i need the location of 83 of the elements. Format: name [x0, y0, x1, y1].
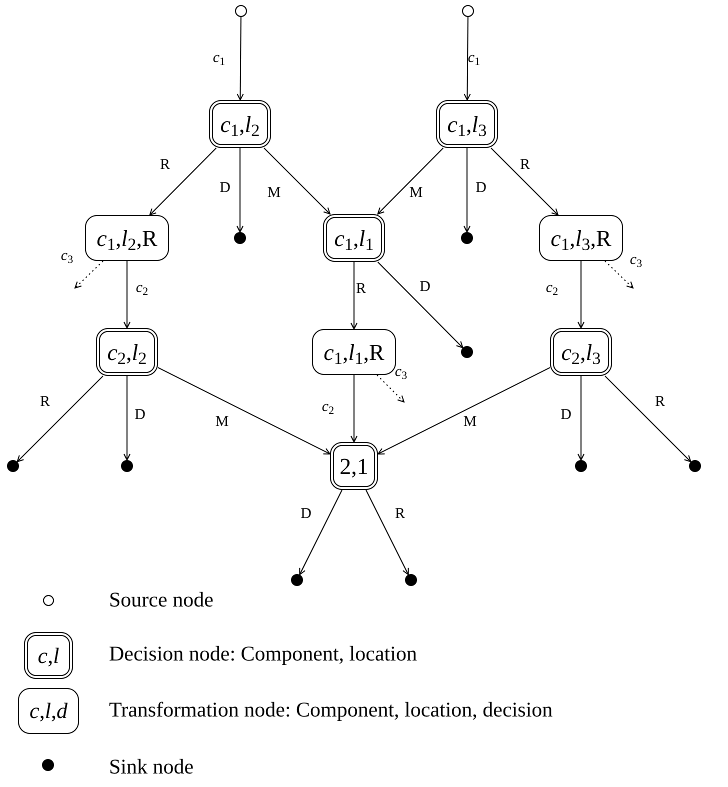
- legend-text: Decision node: Component, location: [109, 644, 417, 664]
- arrow: [366, 490, 409, 576]
- arrow: [604, 376, 692, 462]
- edge-label: D: [220, 180, 230, 196]
- arrow: [377, 148, 444, 214]
- node-label: c$_{1}$,l$_{1}$,R: [324, 340, 384, 364]
- source-node: [235, 5, 247, 17]
- dotted-arrow: [74, 260, 104, 288]
- edge-label: R: [160, 157, 170, 173]
- arrow: [578, 376, 584, 460]
- decision-node: [323, 214, 385, 262]
- edge-label: M: [409, 185, 423, 201]
- edge-label: D: [560, 407, 572, 423]
- arrow: [236, 148, 244, 232]
- sink-node: [234, 232, 246, 244]
- legend-text: Transformation node: Component, location, decision: [109, 700, 553, 720]
- node-label: c$_{1}$,l$_{1}$: [334, 226, 374, 250]
- arrow: [490, 148, 558, 216]
- edge-label: D: [134, 407, 146, 423]
- sink-node: [121, 460, 133, 472]
- sink-node: [461, 346, 473, 358]
- node-label: c$_{1}$,l$_{2}$,R: [96, 226, 158, 250]
- sink-node: [689, 460, 701, 472]
- edge-label: R: [520, 157, 530, 173]
- node-label: 2,1: [340, 454, 368, 478]
- arrow: [264, 148, 330, 214]
- edge-label: R: [40, 394, 50, 410]
- decision-node: [96, 328, 158, 376]
- arrow: [578, 260, 584, 328]
- edge-label: c$_{1}$: [212, 50, 226, 66]
- edge-label: c$_{2}$: [546, 280, 558, 296]
- sink-node: [7, 460, 19, 472]
- edge-label: R: [655, 394, 665, 410]
- transformation-node: [539, 215, 623, 261]
- decision-node: [436, 100, 498, 148]
- legend-text: Source node: [109, 590, 214, 610]
- arrow: [16, 376, 104, 462]
- arrow: [149, 148, 217, 216]
- decision-node: [330, 442, 378, 490]
- transformation-node: [85, 215, 169, 261]
- arrow: [299, 490, 342, 576]
- edge-label: D: [300, 506, 312, 522]
- sink-node: [405, 574, 417, 586]
- edge-label: c$_{1}$: [468, 50, 480, 66]
- edge-label: R: [395, 506, 405, 522]
- node-label: c$_{1}$,l$_{3}$,R: [550, 226, 612, 250]
- sample-label: c,l: [38, 644, 60, 666]
- arrow: [377, 262, 464, 348]
- node-label: c$_{2}$,l$_{3}$: [561, 340, 601, 364]
- arrow: [124, 260, 130, 328]
- edge-label: c$_{2}$: [136, 280, 148, 296]
- sink-node: [291, 574, 303, 586]
- dotted-arrow: [376, 374, 404, 402]
- edge-label: M: [215, 414, 229, 430]
- decision-node: [209, 100, 271, 148]
- edge-label: c$_{3}$: [630, 252, 642, 268]
- decision-node: [550, 328, 612, 376]
- sink-node: [461, 232, 473, 244]
- edge-label: c$_{3}$: [394, 364, 408, 380]
- arrow: [464, 148, 470, 232]
- arrow: [350, 262, 358, 330]
- arrow: [378, 367, 550, 454]
- source-node: [462, 5, 474, 17]
- edge-label: M: [463, 414, 477, 430]
- transformation-node: [312, 329, 396, 375]
- edge-label: c$_{2}$: [322, 399, 334, 415]
- arrow: [124, 376, 130, 460]
- node-label: c$_{1}$,l$_{2}$: [220, 112, 260, 136]
- arrow: [236, 16, 244, 100]
- edge-label: D: [420, 279, 430, 295]
- dotted-arrow: [604, 260, 634, 288]
- node-label: c$_{2}$,l$_{2}$: [107, 340, 147, 364]
- edge-label: R: [356, 281, 366, 297]
- arrow: [464, 16, 471, 100]
- sample-label: c,l,d: [30, 700, 68, 722]
- arrow: [158, 367, 330, 454]
- arrow: [350, 374, 358, 442]
- node-label: c$_{1}$,l$_{3}$: [447, 112, 487, 136]
- sink-node: [575, 460, 587, 472]
- edge-label: M: [267, 185, 281, 201]
- edge-label: D: [476, 180, 486, 196]
- edge-label: c$_{3}$: [60, 248, 74, 264]
- legend-text: Sink node: [109, 756, 194, 778]
